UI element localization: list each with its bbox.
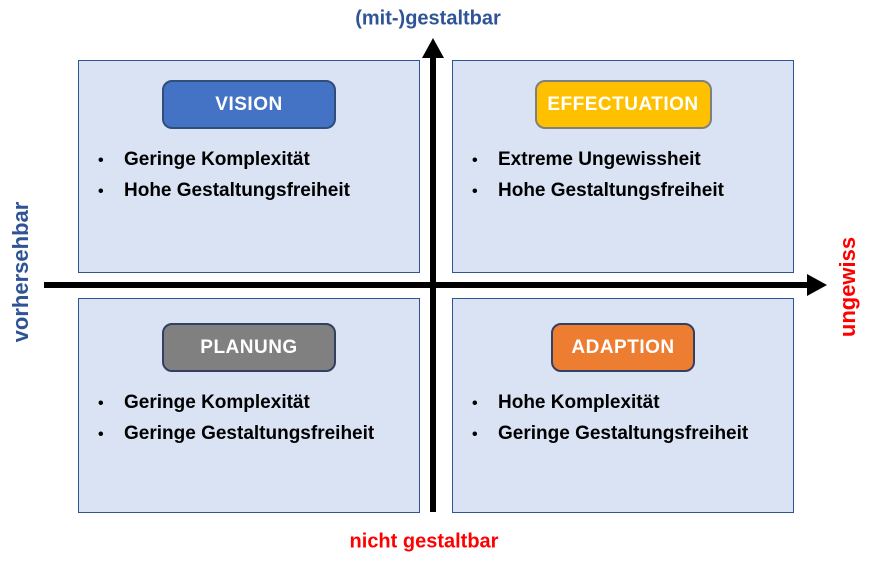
up-arrow-icon	[422, 38, 444, 58]
bullet-item: Hohe Gestaltungsfreiheit	[95, 176, 411, 207]
bullet-item: Hohe Gestaltungsfreiheit	[469, 176, 785, 207]
vision-badge: VISION	[162, 80, 336, 129]
effectuation-badge: EFFECTUATION	[534, 80, 712, 129]
quadrant-planung: PLANUNG Geringe Komplexität Geringe Gest…	[78, 298, 420, 513]
planung-badge: PLANUNG	[162, 323, 336, 372]
effectuation-bullet-list: Extreme Ungewissheit Hohe Gestaltungsfre…	[453, 145, 793, 207]
axis-label-right: ungewiss	[835, 236, 860, 338]
right-arrow-icon	[807, 274, 827, 296]
bullet-item: Geringe Komplexität	[95, 145, 411, 176]
bullet-item: Extreme Ungewissheit	[469, 145, 785, 176]
bullet-item: Geringe Gestaltungsfreiheit	[95, 419, 411, 450]
quadrant-adaption: ADAPTION Hohe Komplexität Geringe Gestal…	[452, 298, 794, 513]
adaption-badge: ADAPTION	[551, 323, 695, 372]
quadrant-vision: VISION Geringe Komplexität Hohe Gestaltu…	[78, 60, 420, 273]
planung-bullet-list: Geringe Komplexität Geringe Gestaltungsf…	[79, 388, 419, 450]
bullet-item: Geringe Gestaltungsfreiheit	[469, 419, 785, 450]
axis-label-top: (mit-)gestaltbar	[355, 7, 501, 30]
axis-label-bottom: nicht gestaltbar	[349, 530, 499, 553]
bullet-item: Geringe Komplexität	[95, 388, 411, 419]
adaption-bullet-list: Hohe Komplexität Geringe Gestaltungsfrei…	[453, 388, 793, 450]
vision-bullet-list: Geringe Komplexität Hohe Gestaltungsfrei…	[79, 145, 419, 207]
quadrant-effectuation: EFFECTUATION Extreme Ungewissheit Hohe G…	[452, 60, 794, 273]
bullet-item: Hohe Komplexität	[469, 388, 785, 419]
axis-label-left: vorhersehbar	[8, 201, 33, 343]
horizontal-axis-line	[44, 282, 808, 288]
